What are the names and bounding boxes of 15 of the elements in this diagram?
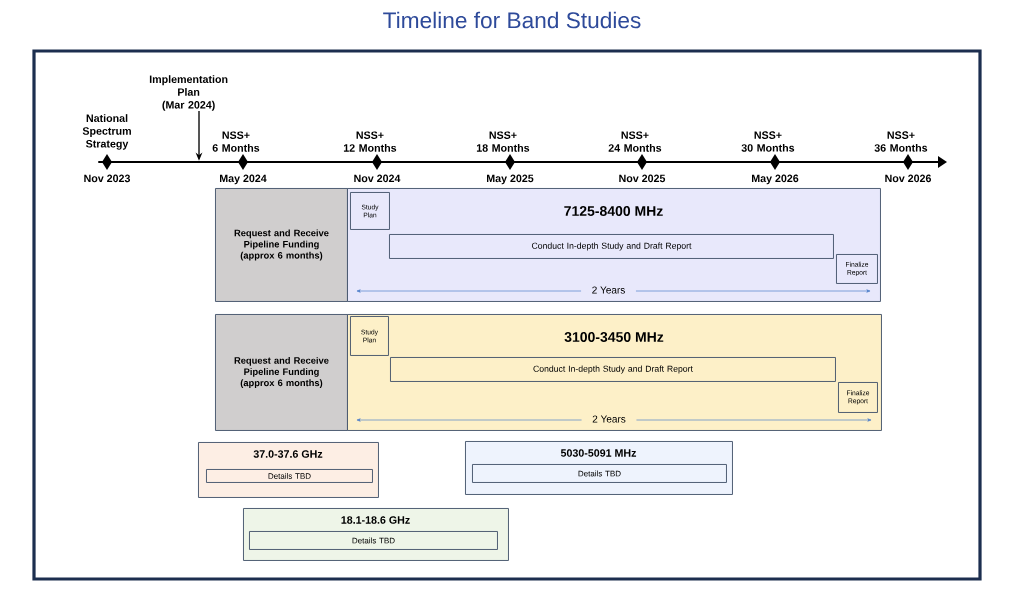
date-label: Nov 2024: [354, 174, 401, 183]
task-bar: Details TBD: [206, 469, 373, 483]
milestone-label: National Spectrum Strategy: [82, 114, 131, 150]
date-label: May 2024: [220, 174, 267, 185]
date-label: Nov 2023: [84, 174, 130, 183]
task-bar: Conduct In-depth Study and Draft Report: [390, 357, 836, 382]
task-bar: Details TBD: [472, 464, 727, 483]
task-bar: Conduct In-depth Study and Draft Report: [389, 234, 834, 259]
duration-label: 2 Years: [581, 415, 637, 423]
annotation-text: Implementation Plan (Mar 2024): [149, 75, 228, 111]
duration-label: 2 Years: [581, 286, 636, 294]
task-bar: Details TBD: [249, 531, 498, 550]
funding-box: Request and Receive Pipeline Funding (approx 6 months): [215, 314, 348, 431]
diagram-title: Timeline for Band Studies: [383, 11, 641, 29]
funding-box: Request and Receive Pipeline Funding (approx 6 months): [215, 188, 348, 302]
